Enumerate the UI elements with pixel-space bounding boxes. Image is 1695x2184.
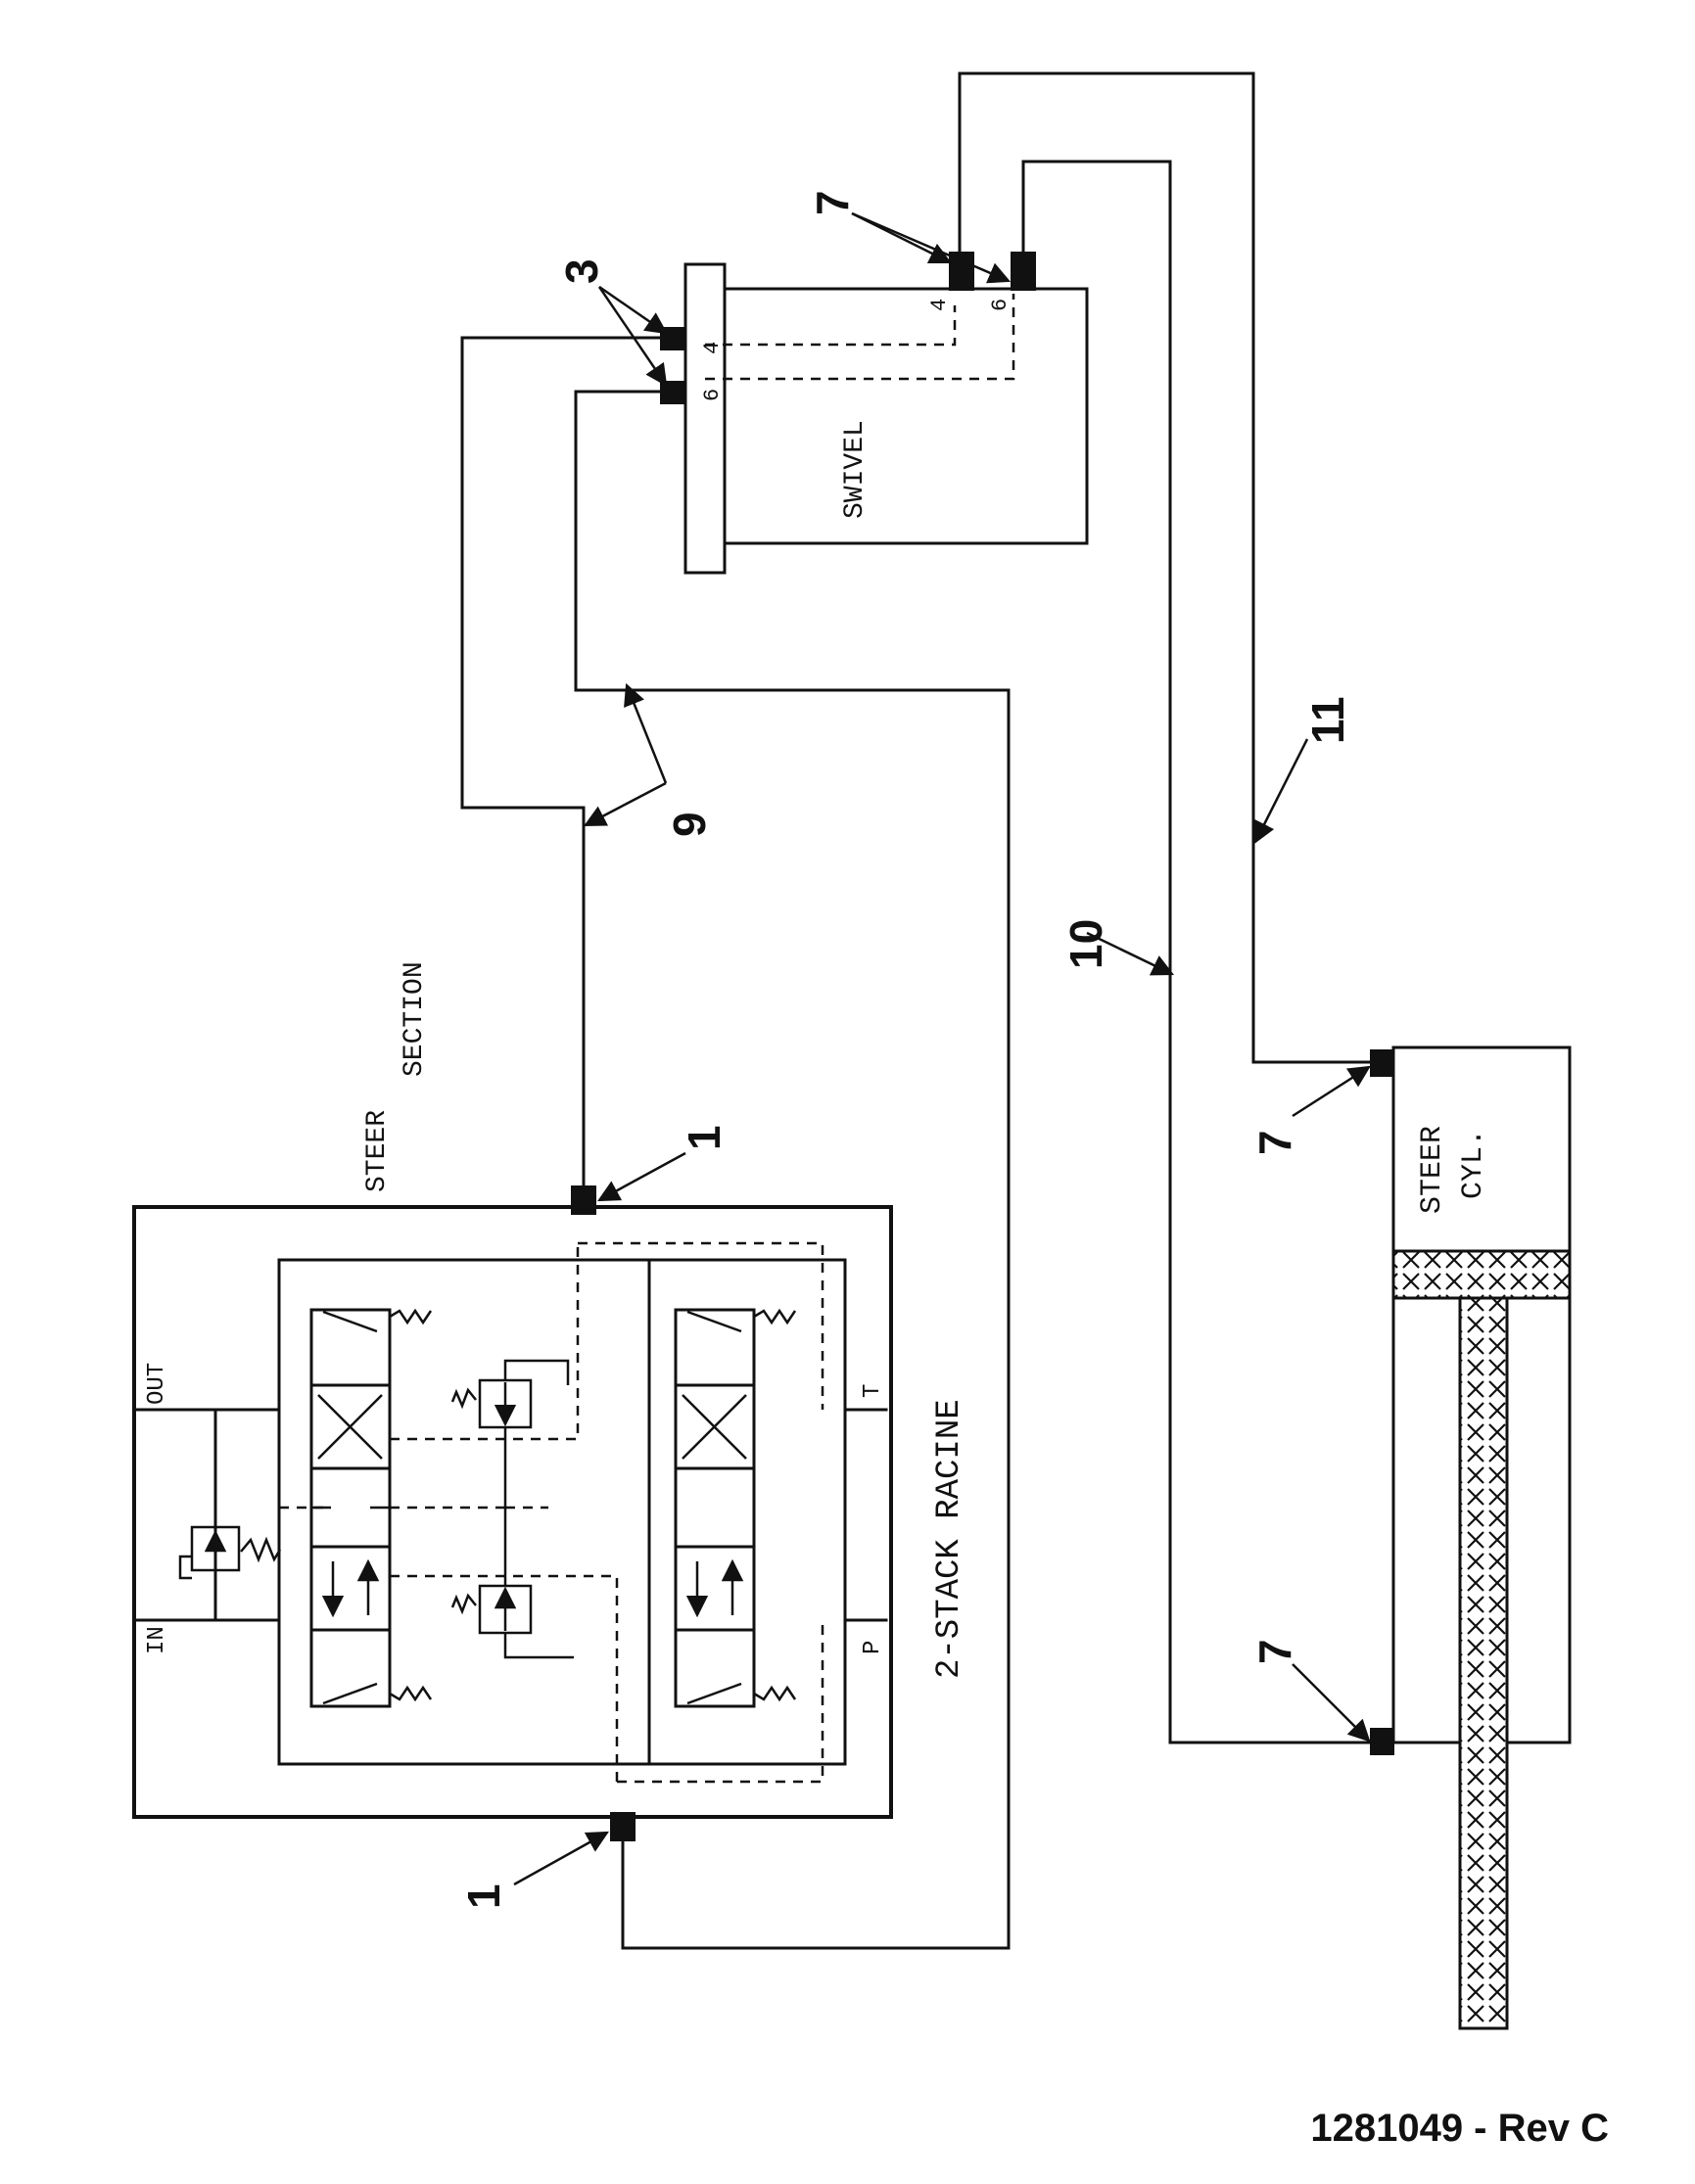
stack-title: 2-STACK RACINE	[931, 1399, 968, 1679]
callout-1-bottom: 1	[458, 1883, 509, 1909]
document-number: 1281049 - Rev C	[1310, 2107, 1609, 2150]
callout-9: 9	[664, 812, 715, 837]
callout-1-top: 1	[679, 1125, 730, 1150]
leader-arrows	[513, 211, 1371, 1886]
section-label: SECTION	[400, 961, 430, 1077]
callout-3: 3	[556, 258, 607, 284]
swivel	[683, 262, 1089, 575]
swivel-port-6-a: 6	[700, 389, 725, 401]
fitting-7-swivel-a	[949, 252, 974, 291]
fitting-3-port-6	[660, 381, 686, 404]
swivel-port-4-b: 4	[927, 299, 952, 311]
cylinder-label-line2: CYL.	[1457, 1129, 1490, 1199]
callout-11: 11	[1302, 696, 1353, 744]
callout-10: 10	[1060, 919, 1111, 969]
valve-stack	[132, 1205, 893, 1819]
fitting-1-bottom	[610, 1812, 636, 1841]
fitting-7-swivel-b	[1011, 252, 1036, 291]
swivel-label: SWIVEL	[840, 420, 871, 519]
fitting-7-cyl-top	[1370, 1049, 1394, 1077]
cylinder-label-line1: STEER	[1416, 1126, 1449, 1214]
port-out-label: OUT	[144, 1363, 170, 1405]
port-t-label: T	[860, 1384, 886, 1398]
callout-7-cyl-bottom: 7	[1249, 1639, 1300, 1664]
hydraulic-lines	[460, 71, 1373, 1950]
swivel-port-4-a: 4	[700, 342, 725, 354]
steer-cylinder	[1391, 1046, 1572, 2030]
callout-7-cyl-top: 7	[1249, 1130, 1300, 1155]
swivel-port-6-b: 6	[988, 299, 1012, 311]
fittings	[571, 252, 1394, 1841]
labels: STEER SECTION 2-STACK RACINE OUT IN T P …	[144, 299, 1490, 1679]
port-p-label: P	[860, 1641, 886, 1654]
callouts: 1 1 3 7 9 10 11 7 7	[458, 190, 1353, 1909]
fitting-7-cyl-bottom	[1370, 1728, 1394, 1755]
fitting-1-top	[571, 1185, 596, 1215]
callout-7-swivel: 7	[807, 190, 858, 215]
steer-label: STEER	[362, 1110, 393, 1192]
port-in-label: IN	[144, 1626, 170, 1654]
